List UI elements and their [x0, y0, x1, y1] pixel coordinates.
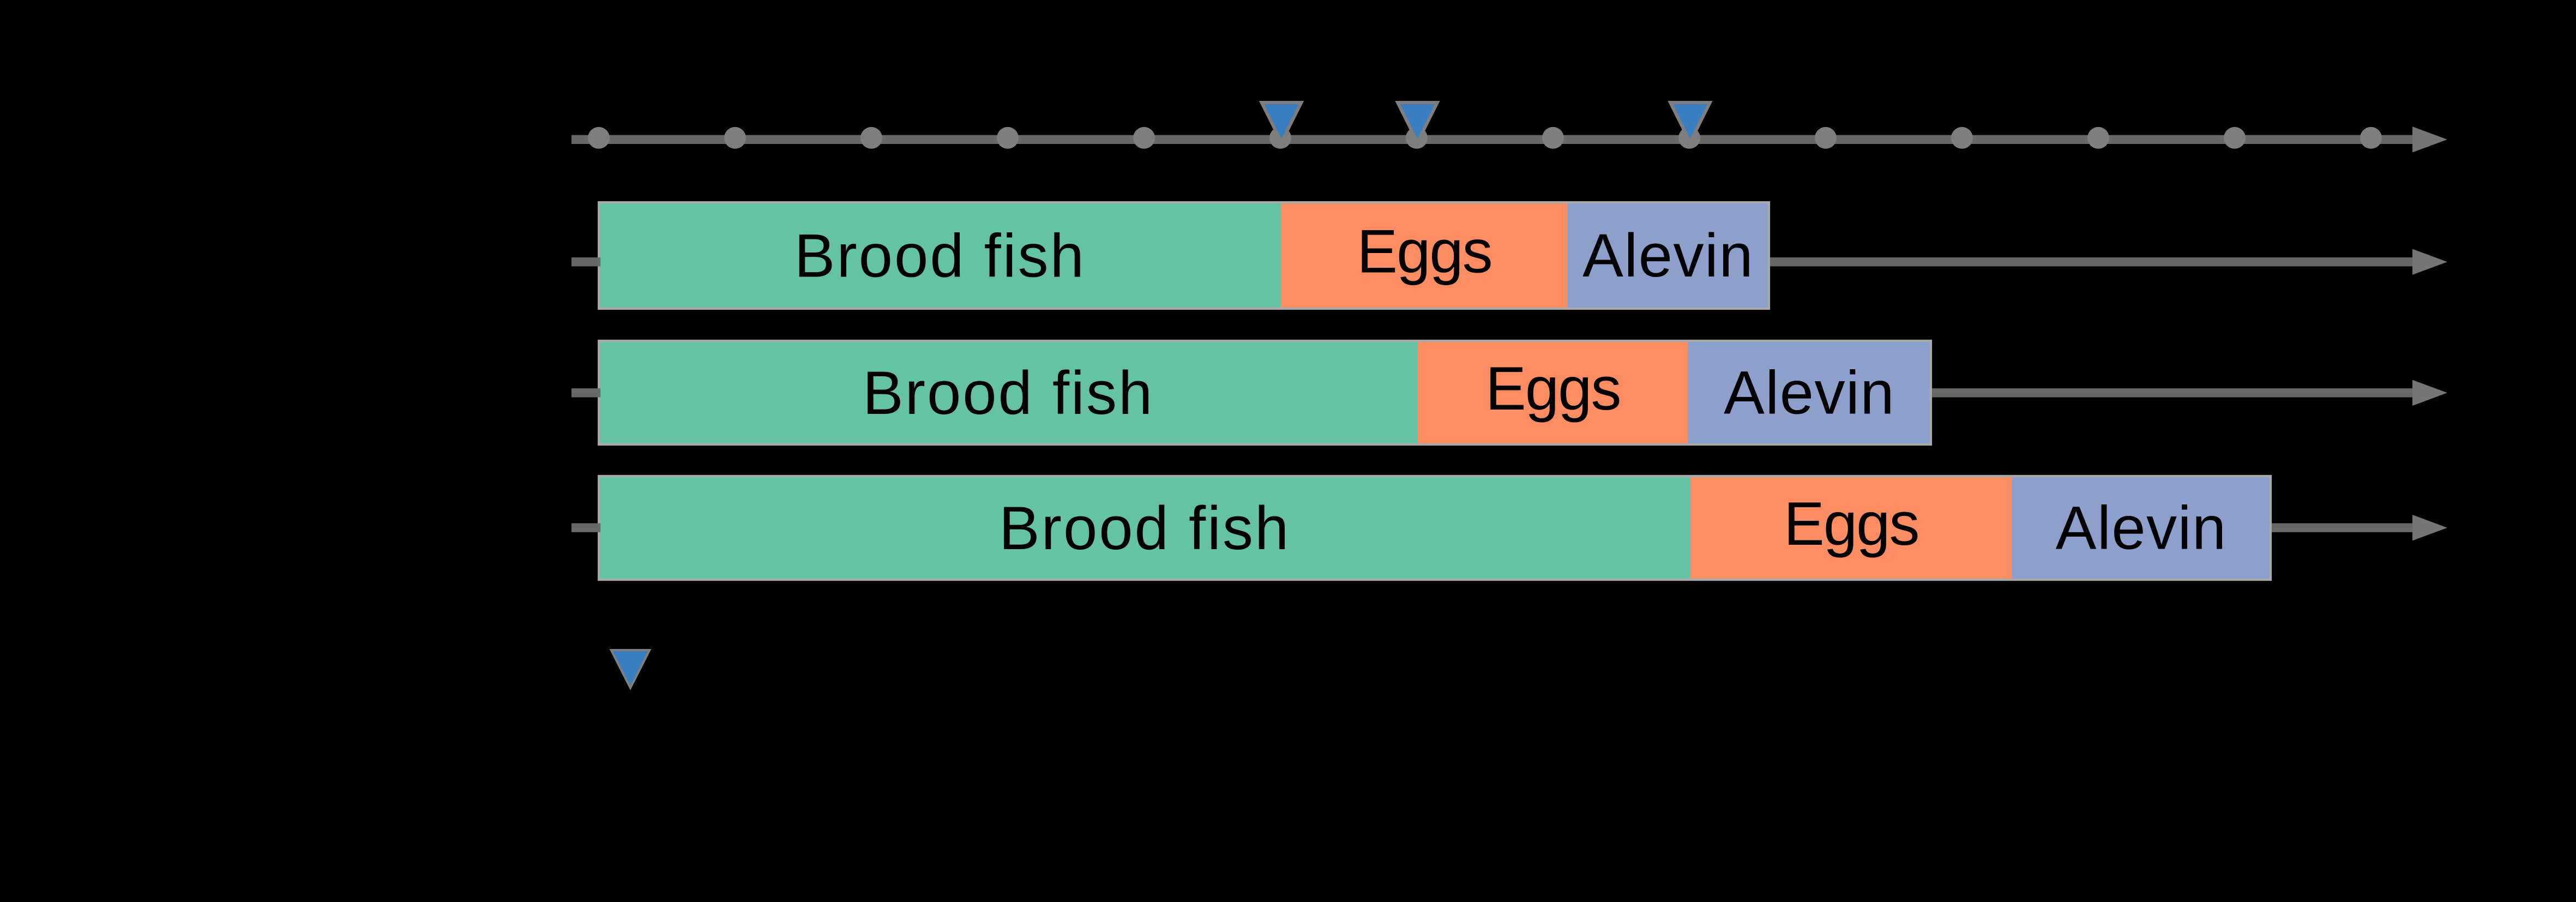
svg-text:Alevin: Alevin [2056, 494, 2227, 562]
svg-text:Alevin: Alevin [1582, 221, 1754, 290]
svg-text:Eggs: Eggs [1357, 218, 1491, 286]
svg-text:Eggs: Eggs [1784, 490, 1918, 558]
svg-text:Brood fish: Brood fish [999, 494, 1290, 562]
svg-text:Brood fish: Brood fish [795, 222, 1086, 290]
svg-text:Alevin: Alevin [1724, 359, 1895, 427]
svg-text:Brood fish: Brood fish [863, 359, 1154, 427]
svg-text:Eggs: Eggs [1485, 354, 1620, 423]
